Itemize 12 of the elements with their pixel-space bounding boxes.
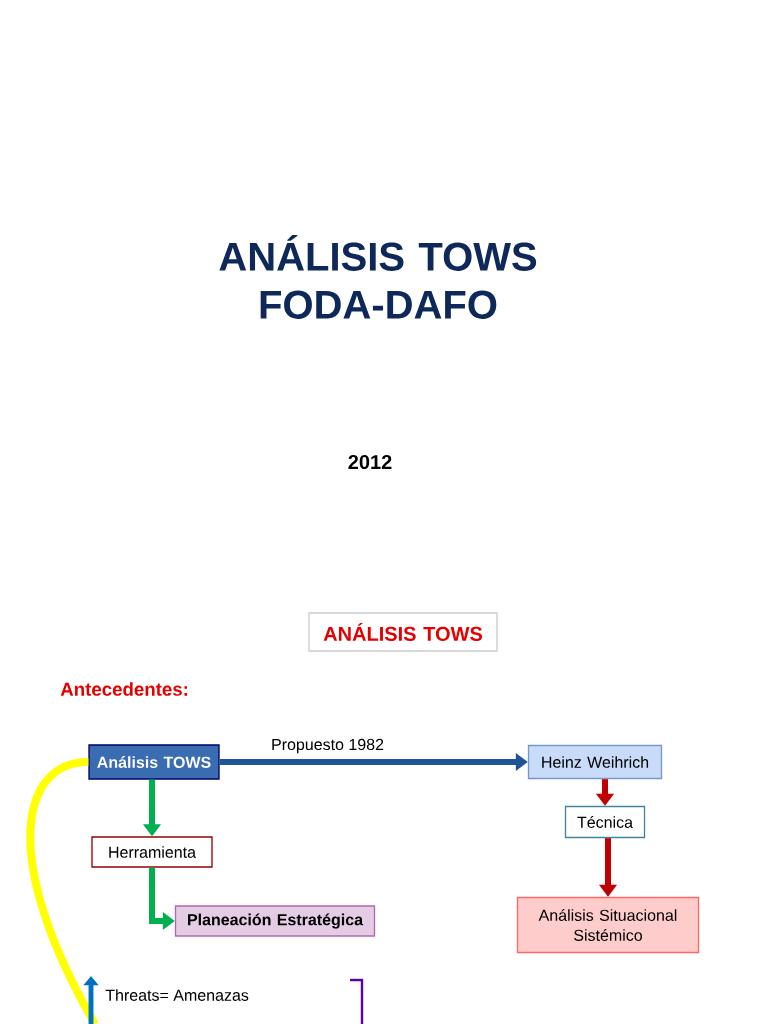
process-box: Herramienta bbox=[91, 836, 213, 868]
year: 2012 bbox=[348, 454, 392, 470]
process-box: Heinz Weihrich bbox=[527, 744, 663, 780]
edge-label: Propuesto 1982 bbox=[272, 738, 384, 754]
title: ANÁLISIS TOWS FODA-DAFO bbox=[219, 235, 537, 319]
section-heading: Antecedentes: bbox=[60, 682, 188, 696]
process-box: Técnica bbox=[564, 805, 646, 839]
title-box: ANÁLISIS TOWS bbox=[308, 612, 498, 652]
process-box: Análisis Situacional Sistémico bbox=[516, 896, 700, 954]
process-box: Análisis TOWS bbox=[88, 744, 220, 780]
process-box: Planeación Estratégica bbox=[174, 905, 376, 937]
note-text: Threats= Amenazas bbox=[105, 989, 249, 1001]
